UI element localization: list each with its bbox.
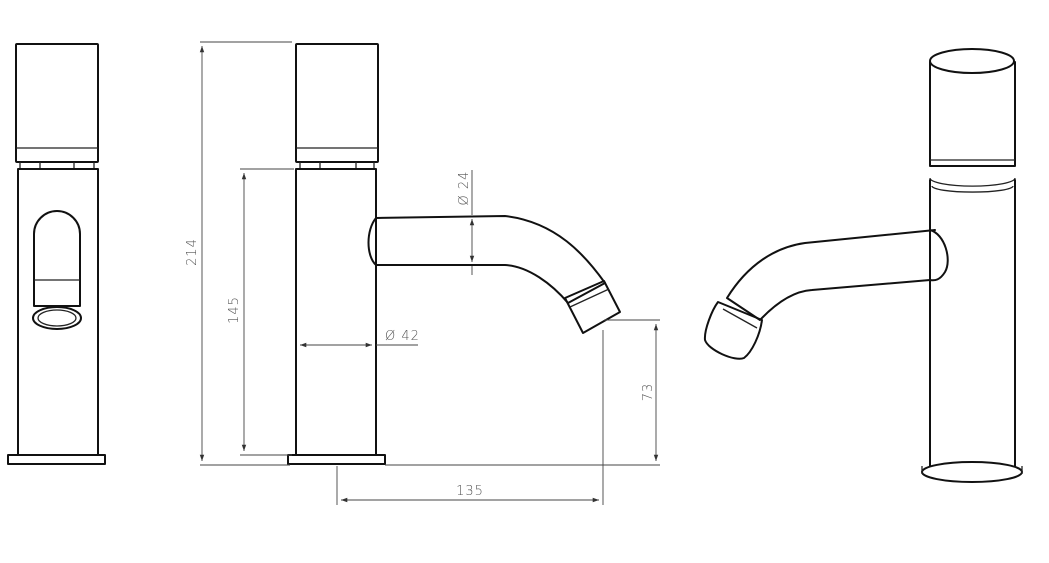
front-aerator: [32, 306, 82, 330]
persp-aerator: [703, 301, 763, 360]
front-base: [7, 454, 106, 465]
side-handle: [295, 43, 379, 163]
persp-base: [921, 461, 1023, 483]
side-spout: [367, 215, 606, 304]
front-view: [7, 43, 106, 465]
dim-spout-projection-label: 135: [456, 484, 484, 499]
dimension-labels: 214 145 Ø 42 Ø 24 73 135: [185, 171, 656, 499]
persp-spout: [726, 229, 936, 321]
dim-body-diameter-label: Ø 42: [385, 329, 420, 344]
perspective-view: [703, 48, 1023, 483]
persp-body: [929, 179, 1016, 467]
side-body: [295, 168, 377, 456]
front-handle: [15, 43, 99, 163]
dim-spout-diameter-label: Ø 24: [457, 171, 472, 206]
dim-overall-height-label: 214: [185, 238, 200, 266]
side-view: [287, 43, 621, 465]
front-spout-opening: [33, 210, 81, 307]
dimension-lines: [199, 41, 660, 505]
persp-handle: [929, 61, 1016, 167]
side-base: [287, 454, 386, 465]
dim-outlet-height-label: 73: [641, 383, 656, 402]
dim-body-height-label: 145: [227, 296, 242, 324]
side-aerator: [564, 280, 621, 334]
